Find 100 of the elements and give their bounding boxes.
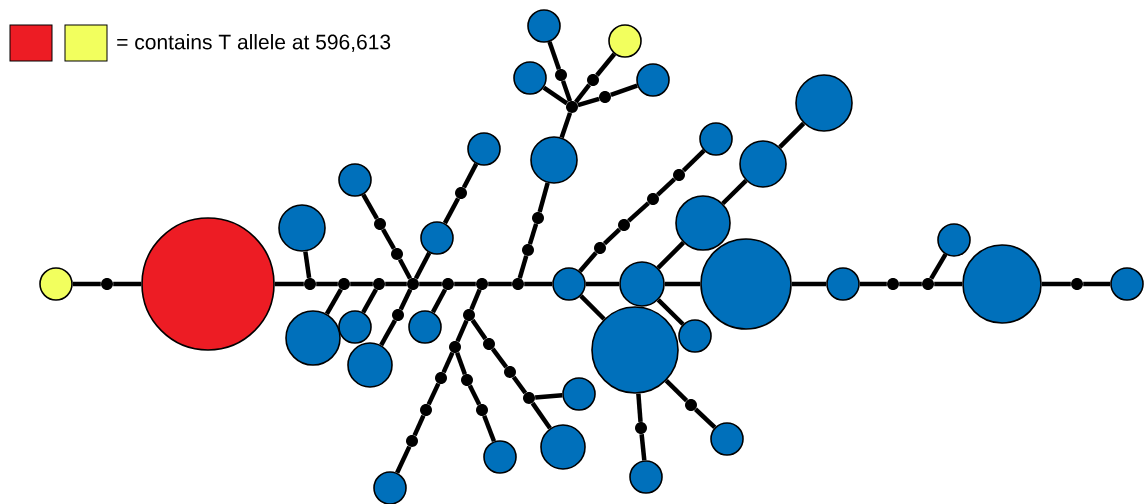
haplotype-circle	[420, 221, 454, 255]
connector-line	[636, 393, 643, 422]
connector-line	[511, 375, 528, 395]
connector-line	[577, 96, 600, 108]
connector-line	[535, 393, 563, 400]
connector-line	[610, 83, 638, 98]
connector-line	[469, 288, 482, 311]
haplotype-circle	[608, 24, 642, 58]
connector-line	[413, 251, 432, 280]
connector-line	[361, 288, 378, 314]
connector-line	[379, 319, 397, 347]
connector-line	[324, 288, 343, 315]
connector-line	[778, 121, 806, 149]
haplotype-circle	[710, 422, 744, 456]
connector-line	[859, 281, 887, 287]
haplotype-circle	[699, 122, 733, 156]
connector-line	[627, 201, 650, 223]
haplotype-circle	[937, 223, 971, 257]
connector-line	[693, 407, 717, 430]
connector-line	[542, 85, 569, 106]
haplotype-circle	[675, 195, 731, 251]
connector-line	[395, 445, 412, 474]
connector-line	[113, 281, 142, 287]
haplotype-circle	[467, 132, 501, 166]
connector-line	[524, 281, 553, 287]
haplotype-circle	[513, 61, 547, 95]
haplotype-circle	[739, 140, 787, 188]
connector-line	[602, 227, 622, 246]
connector-line	[385, 281, 407, 287]
haplotype-circle	[795, 74, 853, 132]
connector-line	[517, 255, 529, 279]
haplotype-circle	[636, 63, 670, 97]
connector-line	[559, 112, 573, 139]
connector-line	[664, 379, 689, 403]
legend-text: = contains T allele at 596,613	[117, 34, 391, 52]
connector-line	[537, 182, 550, 213]
connector-line	[664, 281, 701, 287]
connector-line	[530, 401, 552, 430]
connector-line	[579, 294, 606, 321]
connector-line	[656, 177, 676, 197]
connector-line	[303, 251, 312, 279]
haplotype-circle	[540, 424, 586, 470]
haplotype-circle	[338, 163, 372, 197]
haplotype-circle	[39, 267, 73, 301]
connector-line	[681, 149, 706, 173]
connector-line	[482, 415, 497, 443]
connector-line	[430, 288, 448, 314]
connector-line	[350, 281, 373, 287]
connector-line	[574, 83, 591, 104]
connector-line	[656, 241, 685, 270]
haplotype-circle	[408, 310, 442, 344]
connector-line	[426, 382, 441, 406]
connector-line	[1083, 281, 1111, 287]
connector-line	[639, 433, 647, 461]
haplotype-circle	[700, 238, 792, 330]
connector-line	[381, 228, 396, 250]
connector-line	[899, 281, 922, 287]
connector-line	[316, 281, 338, 287]
haplotype-circle	[562, 377, 596, 411]
haplotype-circle	[373, 471, 407, 504]
connector-line	[547, 41, 562, 70]
haplotype-circle	[678, 319, 712, 353]
connector-line	[442, 197, 461, 225]
connector-line	[595, 52, 617, 77]
haplotype-circle	[552, 267, 586, 301]
connector-line	[791, 281, 827, 287]
connector-line	[461, 162, 479, 189]
connector-line	[560, 80, 573, 102]
haplotype-circle	[619, 261, 665, 307]
haplotype-circle	[338, 310, 372, 344]
connector-line	[398, 288, 413, 311]
haplotype-circle	[530, 136, 578, 184]
connector-line	[585, 281, 620, 287]
connector-line	[419, 281, 442, 287]
connector-line	[470, 318, 488, 341]
connector-line	[527, 223, 539, 245]
connector-line	[929, 253, 948, 280]
connector-line	[455, 352, 467, 375]
connector-line	[412, 414, 426, 437]
haplotype-circle	[527, 9, 561, 43]
connector-line	[72, 281, 101, 287]
connector-line	[454, 281, 476, 287]
haplotype-circle	[141, 217, 275, 351]
connector-line	[467, 384, 482, 406]
haplotype-circle	[278, 204, 326, 252]
haplotype-circle	[629, 460, 663, 494]
connector-line	[361, 193, 379, 220]
connector-line	[490, 347, 509, 369]
haplotype-circle	[962, 244, 1042, 324]
haplotype-circle	[347, 342, 393, 388]
haplotype-circle	[1110, 267, 1144, 301]
connector-line	[397, 258, 413, 280]
connector-line	[488, 281, 512, 287]
haplotype-circle	[483, 440, 517, 474]
connector-line	[1041, 281, 1071, 287]
connector-line	[578, 251, 598, 273]
connector-line	[441, 351, 455, 374]
connector-line	[934, 281, 963, 287]
connector-line	[455, 319, 469, 343]
connector-line	[721, 179, 748, 206]
